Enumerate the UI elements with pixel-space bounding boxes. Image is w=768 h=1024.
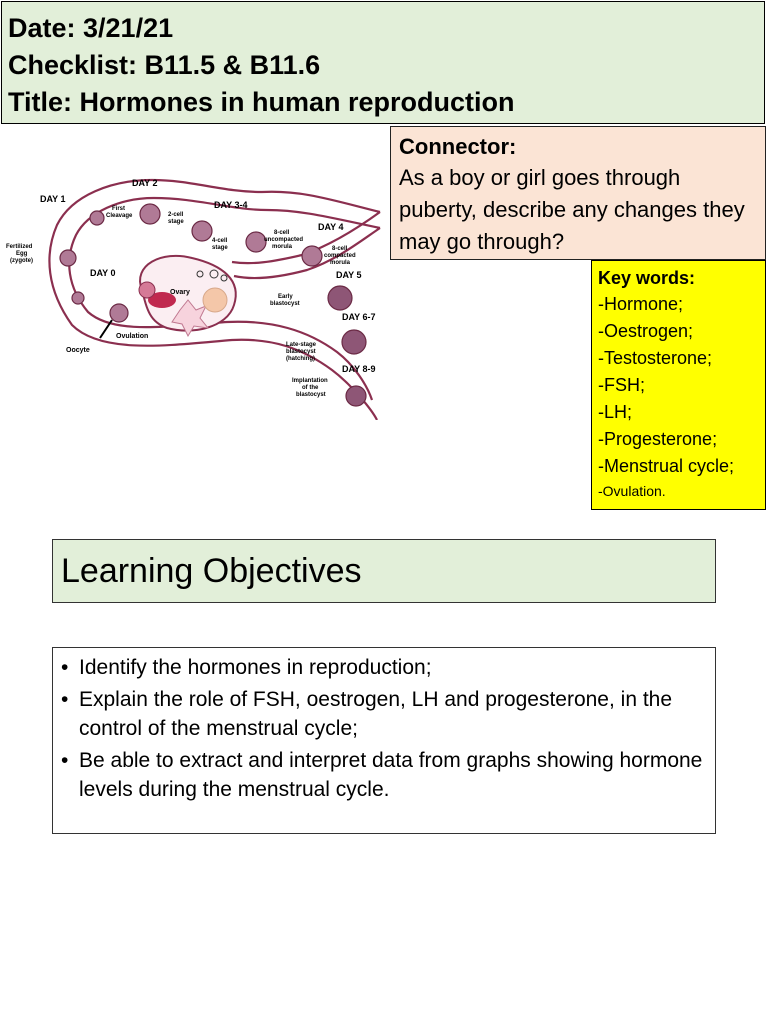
label-8cell-un-2: uncompacted bbox=[264, 237, 303, 243]
label-day34: DAY 3-4 bbox=[214, 200, 248, 210]
label-4cell-2: stage bbox=[212, 245, 228, 251]
keyword-item: -Testosterone; bbox=[598, 348, 713, 368]
objective-text: Identify the hormones in reproduction; bbox=[79, 656, 432, 679]
label-day0: DAY 0 bbox=[90, 268, 116, 278]
learning-objectives-title: Learning Objectives bbox=[61, 552, 362, 590]
objectives-list: • Identify the hormones in reproduction;… bbox=[52, 647, 716, 834]
label-day67: DAY 6-7 bbox=[342, 312, 376, 322]
label-late-1: Late-stage bbox=[286, 342, 317, 348]
page-title: Title: Hormones in human reproduction bbox=[8, 87, 515, 117]
oocyte-pointer bbox=[99, 319, 113, 339]
label-8cell-c-1: 8-cell bbox=[332, 246, 348, 252]
label-fertilized-3: (zygote) bbox=[10, 258, 33, 264]
objective-text: Be able to extract and interpret data fr… bbox=[79, 749, 703, 801]
embryo-stages bbox=[59, 203, 367, 407]
label-late-2: blastocyst bbox=[286, 349, 316, 355]
bullet-icon: • bbox=[61, 749, 69, 772]
label-8cell-un-1: 8-cell bbox=[274, 230, 290, 236]
label-day89: DAY 8-9 bbox=[342, 364, 376, 374]
keyword-item: -Hormone; bbox=[598, 294, 684, 314]
label-ovary: Ovary bbox=[170, 289, 190, 296]
keywords-box: Key words: -Hormone; -Oestrogen; -Testos… bbox=[591, 260, 766, 510]
label-day4: DAY 4 bbox=[318, 222, 344, 232]
label-oocyte: Oocyte bbox=[66, 347, 90, 354]
diagram-labels: DAY 2 DAY 1 DAY 3-4 DAY 4 DAY 0 DAY 5 DA… bbox=[6, 178, 376, 398]
learning-objectives-header: Learning Objectives bbox=[52, 539, 716, 603]
checklist-line: Checklist: B11.5 & B11.6 bbox=[8, 50, 321, 80]
list-item: • Be able to extract and interpret data … bbox=[61, 746, 707, 804]
bullet-icon: • bbox=[61, 688, 69, 711]
connector-box: Connector: As a boy or girl goes through… bbox=[390, 126, 766, 260]
list-item: • Explain the role of FSH, oestrogen, LH… bbox=[61, 685, 707, 743]
keyword-item: -FSH; bbox=[598, 375, 645, 395]
label-4cell-1: 4-cell bbox=[212, 238, 228, 244]
label-implantation-1: Implantation bbox=[292, 378, 328, 384]
label-early-1: Early bbox=[278, 294, 293, 300]
label-first-cleavage-2: Cleavage bbox=[106, 213, 133, 219]
label-implantation-2: of the bbox=[302, 385, 319, 391]
label-fertilized-2: Egg bbox=[16, 251, 28, 257]
header-box: Date: 3/21/21 Checklist: B11.5 & B11.6 T… bbox=[1, 1, 765, 124]
bullet-icon: • bbox=[61, 656, 69, 679]
label-8cell-un-3: morula bbox=[272, 244, 293, 250]
keyword-item: -Oestrogen; bbox=[598, 321, 694, 341]
keyword-item: -Ovulation. bbox=[598, 483, 666, 499]
keyword-item: -Progesterone; bbox=[598, 429, 718, 449]
label-day2: DAY 2 bbox=[132, 178, 158, 188]
label-late-3: (hatching) bbox=[286, 356, 315, 362]
label-8cell-c-2: compacted bbox=[324, 253, 356, 259]
connector-text: As a boy or girl goes through puberty, d… bbox=[399, 165, 745, 254]
label-day5: DAY 5 bbox=[336, 270, 362, 280]
list-item: • Identify the hormones in reproduction; bbox=[61, 653, 707, 682]
label-early-2: blastocyst bbox=[270, 301, 300, 307]
connector-title: Connector: bbox=[399, 134, 517, 159]
label-ovulation: Ovulation bbox=[116, 333, 148, 340]
keyword-item: -Menstrual cycle; bbox=[598, 456, 735, 476]
reproduction-diagram: DAY 2 DAY 1 DAY 3-4 DAY 4 DAY 0 DAY 5 DA… bbox=[6, 178, 381, 420]
label-fertilized-1: Fertilized bbox=[6, 244, 33, 250]
label-day1: DAY 1 bbox=[40, 194, 66, 204]
label-2cell-2: stage bbox=[168, 219, 184, 225]
keyword-item: -LH; bbox=[598, 402, 633, 422]
label-8cell-c-3: morula bbox=[330, 260, 351, 266]
label-first-cleavage-1: First bbox=[112, 206, 125, 212]
date-line: Date: 3/21/21 bbox=[8, 13, 174, 43]
objective-text: Explain the role of FSH, oestrogen, LH a… bbox=[79, 688, 673, 740]
label-implantation-3: blastocyst bbox=[296, 392, 326, 398]
label-2cell-1: 2-cell bbox=[168, 212, 184, 218]
ovary bbox=[138, 254, 237, 338]
keywords-title: Key words: bbox=[598, 268, 696, 288]
